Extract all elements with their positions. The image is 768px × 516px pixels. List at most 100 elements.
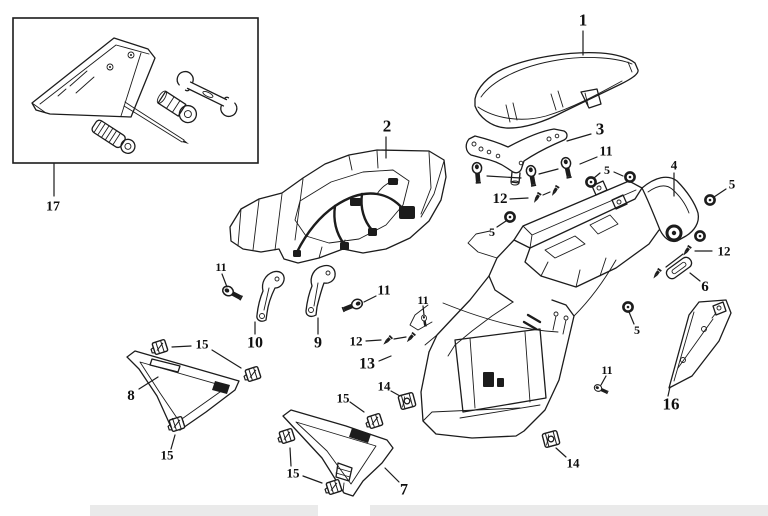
screw-icon (530, 191, 543, 206)
callout-label-14: 14 (567, 456, 581, 471)
callout-label-11: 11 (417, 293, 428, 307)
part-10-bracket (256, 270, 285, 322)
part-16-mud-flap (668, 299, 732, 389)
callout-leader-5 (613, 171, 624, 177)
callout-label-11: 11 (599, 145, 612, 160)
screw-icon (650, 267, 663, 282)
part-9-bracket (305, 264, 336, 318)
callout-label-12: 12 (718, 244, 731, 259)
callout-leader-11 (422, 305, 425, 316)
callout-leader-11 (363, 295, 377, 303)
trim-clip-icon (363, 412, 384, 431)
trim-clip-icon (241, 365, 262, 384)
inset-frame (12, 17, 259, 164)
callout-label-1: 1 (579, 11, 588, 30)
bottom-bar-gap (318, 505, 370, 516)
callout-label-12: 12 (493, 191, 508, 207)
bottom-bar (90, 505, 768, 516)
callout-label-5: 5 (489, 225, 495, 239)
fastener-chain-line (542, 191, 551, 196)
callout-leader-11 (600, 375, 607, 386)
screwdriver-handle (91, 119, 136, 154)
callout-label-7: 7 (400, 482, 408, 499)
spark-plug-wrench (156, 90, 198, 124)
part-8-side-panel (126, 350, 240, 431)
trim-clip-icon (275, 427, 296, 446)
grommet-icon (704, 194, 716, 206)
callout-label-2: 2 (383, 117, 392, 136)
callout-leader-7 (384, 467, 400, 483)
callout-label-5: 5 (634, 323, 640, 337)
callout-leader-16 (667, 386, 671, 397)
part-7-side-panel (282, 409, 394, 497)
callout-leader-5 (593, 172, 601, 179)
callout-leader-8 (138, 376, 159, 390)
callout-leader-5 (713, 188, 727, 198)
callout-label-4: 4 (671, 158, 678, 173)
callout-leader-6 (689, 272, 701, 282)
fastener-chain-line (393, 336, 407, 340)
callout-leader-11 (579, 156, 598, 165)
callout-label-5: 5 (729, 177, 736, 192)
callout-label-14: 14 (378, 379, 392, 394)
screw-icon (680, 244, 693, 259)
grommet-icon (624, 171, 636, 183)
callout-leader-5 (628, 311, 635, 325)
callout-label-12: 12 (350, 334, 363, 349)
nut-clip-icon (397, 391, 417, 411)
callout-leader-12 (509, 197, 529, 200)
callout-label-16: 16 (663, 395, 680, 414)
toolkit-inset (12, 17, 259, 164)
part-2-rear-cowl (229, 149, 447, 264)
bolt-icon (526, 165, 539, 186)
callout-leader-11 (221, 273, 228, 288)
callout-leader-15 (349, 401, 365, 413)
callout-label-15: 15 (196, 337, 210, 352)
callout-label-10: 10 (247, 335, 263, 352)
screwdriver-blade (123, 101, 189, 144)
screw-icon (548, 184, 561, 199)
trim-clip-icon (148, 338, 169, 357)
fastener-chain-line (486, 175, 522, 179)
bolt-icon (472, 162, 483, 183)
callout-leader-3 (566, 133, 592, 142)
nut-clip-icon (541, 429, 561, 449)
part-3-seat-bracket (465, 128, 568, 186)
grommet-icon (585, 176, 597, 188)
wiring-harness (293, 178, 415, 257)
fastener-chain-line (665, 253, 684, 268)
callout-leader-14 (555, 447, 567, 458)
grommet-icon (622, 301, 634, 313)
open-end-wrench (176, 70, 238, 118)
callout-label-15: 15 (161, 448, 175, 463)
callout-leader-14 (390, 390, 401, 397)
part-6-reflector (665, 256, 693, 280)
callout-label-8: 8 (127, 388, 135, 404)
callout-leader-13 (378, 355, 392, 362)
part-4-rear-fender (409, 176, 700, 439)
bolt-icon (342, 298, 364, 314)
grommet-icon (504, 211, 516, 223)
tool-pouch (31, 37, 156, 118)
callout-leader-15 (170, 434, 176, 450)
part-1-seat (474, 52, 639, 129)
bolt-icon (221, 284, 243, 302)
callout-label-5: 5 (604, 163, 610, 177)
callout-leader-5 (496, 220, 507, 228)
callout-leader-15 (302, 475, 323, 484)
callout-label-11: 11 (601, 363, 612, 377)
callout-leader-12 (365, 339, 382, 342)
callout-label-15: 15 (337, 391, 351, 406)
grommet-icon (694, 230, 706, 242)
callout-label-15: 15 (287, 466, 301, 481)
callout-label-3: 3 (596, 120, 605, 139)
callout-label-17: 17 (46, 200, 60, 215)
callout-leader-15 (289, 447, 292, 467)
callout-leader-15 (171, 345, 192, 348)
trim-clip-icon (322, 478, 343, 497)
callout-label-11: 11 (377, 284, 390, 299)
fastener-chain-line (538, 168, 559, 175)
